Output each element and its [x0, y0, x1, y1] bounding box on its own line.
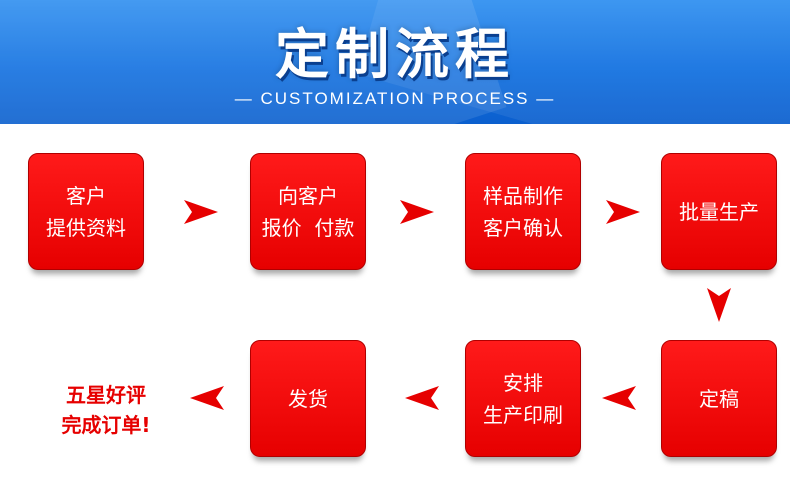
step-box-provide-info: 客户 提供资料: [28, 153, 144, 270]
step-label: 安排 生产印刷: [483, 370, 563, 427]
arrow-left-icon: [190, 386, 224, 410]
header-banner: 定制流程 — CUSTOMIZATION PROCESS —: [0, 0, 790, 124]
step-label: 样品制作 客户确认: [483, 183, 563, 240]
page-title: 定制流程: [275, 23, 515, 86]
step-label: 批量生产: [679, 199, 759, 224]
step-label: 发货: [288, 386, 328, 411]
step-box-shipping: 发货: [250, 340, 366, 457]
step-box-mass-production: 批量生产: [661, 153, 777, 270]
arrow-left-icon: [405, 386, 439, 410]
step-box-quote-payment: 向客户 报价 付款: [250, 153, 366, 270]
final-line-2: 完成订单!: [61, 413, 151, 437]
final-note: 五星好评 完成订单!: [36, 380, 176, 440]
final-line-1: 五星好评: [66, 383, 146, 407]
step-box-finalize-design: 定稿: [661, 340, 777, 457]
arrow-right-icon: [606, 200, 640, 224]
page-subtitle: — CUSTOMIZATION PROCESS —: [234, 89, 556, 108]
step-label: 定稿: [699, 386, 739, 411]
step-box-arrange-printing: 安排 生产印刷: [465, 340, 581, 457]
arrow-down-icon: [707, 288, 731, 322]
step-label: 向客户 报价 付款: [261, 183, 355, 240]
step-box-sample-confirm: 样品制作 客户确认: [465, 153, 581, 270]
arrow-right-icon: [184, 200, 218, 224]
step-label: 客户 提供资料: [46, 183, 126, 240]
arrow-right-icon: [400, 200, 434, 224]
arrow-left-icon: [602, 386, 636, 410]
